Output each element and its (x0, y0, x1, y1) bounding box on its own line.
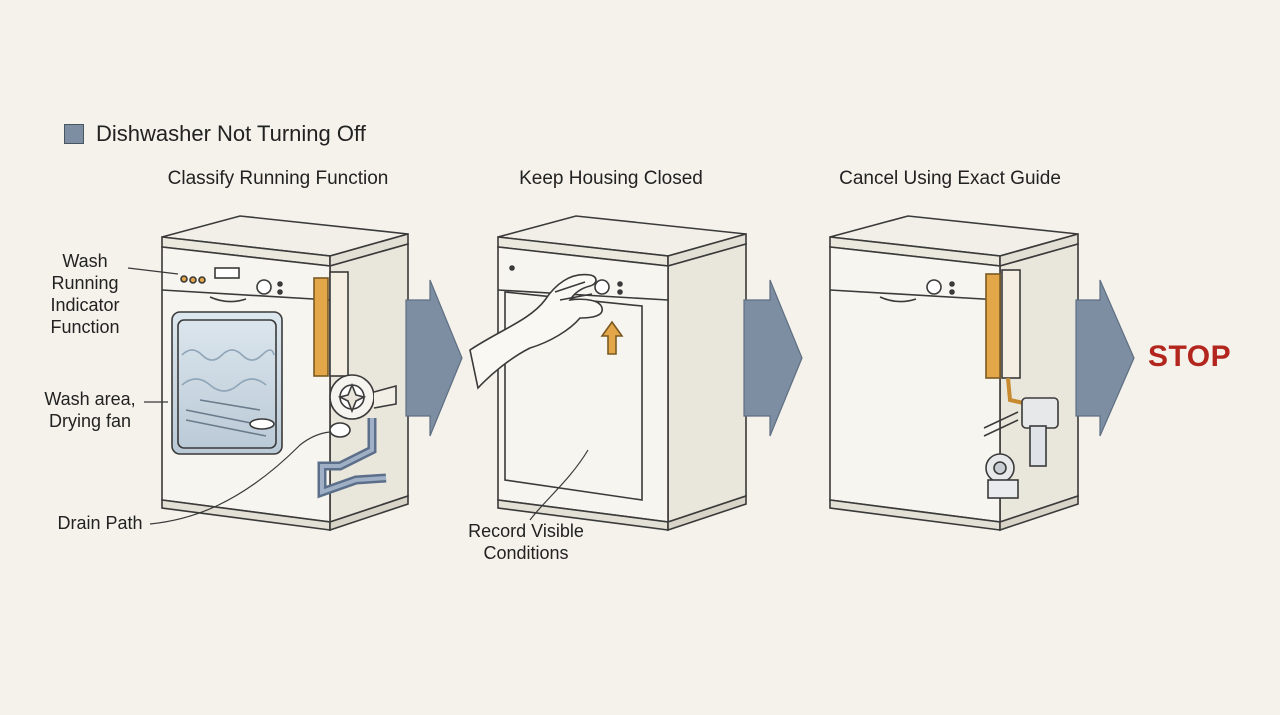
dishwasher-3-illustration (829, 215, 1079, 532)
legend-label: Dishwasher Not Turning Off (96, 121, 366, 146)
callout-wash-indicator-line-3: Indicator (50, 295, 120, 315)
callout-wash-area: Wash area, Drying fan (34, 388, 146, 432)
callout-wash-area-line-1: Wash area, (44, 389, 136, 409)
callout-record-conditions-line-1: Record Visible (468, 521, 584, 541)
callout-wash-indicator-line-1: Wash (62, 251, 108, 271)
callout-wash-indicator-line-2: Running (51, 273, 119, 293)
step-1-title: Classify Running Function (167, 168, 389, 189)
leader-lines (127, 267, 331, 525)
dishwasher-2-illustration (469, 215, 747, 532)
legend-swatch (64, 124, 84, 144)
flow-arrow-3 (1075, 279, 1135, 437)
dishwasher-1-illustration (161, 215, 409, 532)
legend: Dishwasher Not Turning Off (64, 120, 366, 148)
callout-wash-indicator: Wash Running Indicator Function (40, 250, 130, 338)
callout-record-conditions: Record Visible Conditions (456, 520, 596, 564)
step-2-title: Keep Housing Closed (519, 168, 703, 189)
step-3-title: Cancel Using Exact Guide (839, 168, 1061, 189)
flow-arrow-2 (743, 279, 803, 437)
callout-wash-area-line-2: Drying fan (48, 411, 132, 431)
callout-wash-indicator-line-4: Function (50, 317, 120, 337)
stop-label: STOP (1148, 340, 1232, 373)
flow-arrow-1 (405, 279, 463, 437)
callout-drain-path: Drain Path (57, 513, 143, 533)
callout-record-conditions-line-2: Conditions (483, 543, 569, 563)
